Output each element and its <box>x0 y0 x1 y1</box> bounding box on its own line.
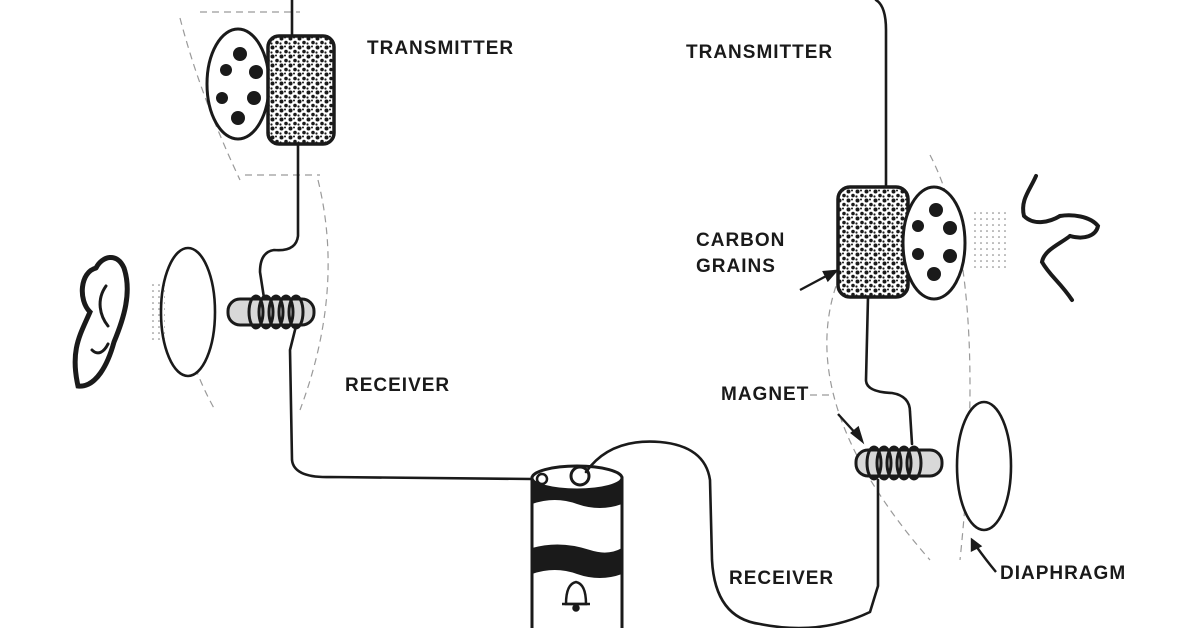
left-transmitter <box>205 27 336 146</box>
left-receiver-diaphragm <box>159 246 217 378</box>
right-transmitter-mouthpiece <box>901 185 967 301</box>
left-carbon-grain-box <box>266 34 336 146</box>
mouth-icon <box>1021 174 1101 302</box>
battery <box>530 464 624 628</box>
carbon-grains-label: CARBON GRAINS <box>696 228 785 279</box>
right-receiver-diaphragm <box>955 400 1013 532</box>
bell-logo-icon <box>562 580 590 612</box>
right-transmitter <box>836 185 1010 301</box>
right-transmitter-label: TRANSMITTER <box>686 42 834 63</box>
left-receiver-label: RECEIVER <box>345 375 451 396</box>
right-carbon-grain-box <box>836 185 910 299</box>
bottom-receiver-label: RECEIVER <box>729 568 835 589</box>
right-receiver <box>854 400 1013 532</box>
magnet-label: MAGNET <box>721 384 810 405</box>
carbon-grains-label-line1: CARBON <box>696 230 786 251</box>
circuit-wires <box>258 0 914 628</box>
diaphragm-label: DIAPHRAGM <box>1000 563 1127 584</box>
ear-icon <box>72 255 130 389</box>
label-pointers <box>799 269 997 573</box>
carbon-grains-label-line2: GRAINS <box>696 255 776 277</box>
diaphragm-arrow <box>975 545 997 573</box>
left-receiver <box>150 246 316 378</box>
left-transmitter-label: TRANSMITTER <box>367 38 515 59</box>
